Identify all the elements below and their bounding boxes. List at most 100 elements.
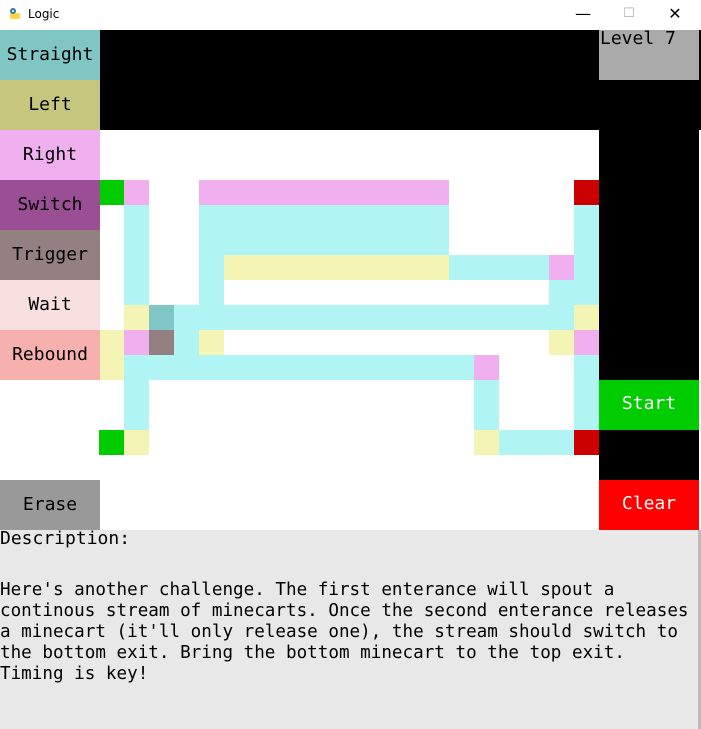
- tool-switch-button[interactable]: Switch: [0, 180, 100, 230]
- track-cell[interactable]: [524, 305, 549, 330]
- track-cell[interactable]: [549, 430, 574, 455]
- left-turn-cell[interactable]: [199, 330, 224, 355]
- left-turn-cell[interactable]: [399, 255, 424, 280]
- track-cell[interactable]: [349, 355, 374, 380]
- exit-bottom[interactable]: [574, 430, 599, 455]
- erase-button[interactable]: Erase: [0, 480, 100, 530]
- entrance-bottom[interactable]: [99, 430, 124, 455]
- track-cell[interactable]: [299, 230, 324, 255]
- track-cell[interactable]: [249, 230, 274, 255]
- right-turn-cell[interactable]: [374, 180, 399, 205]
- track-cell[interactable]: [299, 205, 324, 230]
- right-turn-cell[interactable]: [474, 355, 499, 380]
- track-cell[interactable]: [374, 305, 399, 330]
- track-cell[interactable]: [199, 205, 224, 230]
- left-turn-cell[interactable]: [299, 255, 324, 280]
- track-cell[interactable]: [124, 380, 149, 405]
- track-cell[interactable]: [399, 230, 424, 255]
- track-cell[interactable]: [324, 355, 349, 380]
- track-cell[interactable]: [199, 255, 224, 280]
- track-cell[interactable]: [474, 255, 499, 280]
- right-turn-cell[interactable]: [274, 180, 299, 205]
- right-turn-cell[interactable]: [224, 180, 249, 205]
- track-cell[interactable]: [349, 205, 374, 230]
- track-cell[interactable]: [324, 230, 349, 255]
- track-cell[interactable]: [524, 430, 549, 455]
- track-cell[interactable]: [124, 205, 149, 230]
- track-cell[interactable]: [124, 280, 149, 305]
- track-cell[interactable]: [424, 205, 449, 230]
- left-turn-cell[interactable]: [374, 255, 399, 280]
- track-cell[interactable]: [399, 205, 424, 230]
- track-cell[interactable]: [299, 305, 324, 330]
- track-board[interactable]: [0, 30, 701, 530]
- left-turn-cell[interactable]: [99, 355, 124, 380]
- track-cell[interactable]: [374, 355, 399, 380]
- track-cell[interactable]: [149, 355, 174, 380]
- close-button[interactable]: ✕: [668, 4, 682, 23]
- track-cell[interactable]: [349, 230, 374, 255]
- track-cell[interactable]: [574, 255, 599, 280]
- track-cell[interactable]: [174, 330, 199, 355]
- track-cell[interactable]: [449, 355, 474, 380]
- track-cell[interactable]: [299, 355, 324, 380]
- track-cell[interactable]: [474, 405, 499, 430]
- right-turn-cell[interactable]: [424, 180, 449, 205]
- track-cell[interactable]: [574, 280, 599, 305]
- track-cell[interactable]: [349, 305, 374, 330]
- right-turn-cell[interactable]: [299, 180, 324, 205]
- track-cell[interactable]: [549, 280, 574, 305]
- track-cell[interactable]: [499, 430, 524, 455]
- track-cell[interactable]: [499, 305, 524, 330]
- tool-left-button[interactable]: Left: [0, 80, 100, 130]
- track-cell[interactable]: [374, 230, 399, 255]
- left-turn-cell[interactable]: [124, 430, 149, 455]
- right-turn-cell[interactable]: [124, 330, 149, 355]
- track-cell[interactable]: [199, 280, 224, 305]
- tool-trigger-button[interactable]: Trigger: [0, 230, 100, 280]
- track-cell[interactable]: [274, 305, 299, 330]
- tool-right-button[interactable]: Right: [0, 130, 100, 180]
- minimize-button[interactable]: —: [575, 4, 591, 23]
- track-cell[interactable]: [249, 205, 274, 230]
- track-cell[interactable]: [249, 305, 274, 330]
- track-cell[interactable]: [124, 255, 149, 280]
- track-cell[interactable]: [549, 305, 574, 330]
- track-cell[interactable]: [574, 355, 599, 380]
- right-turn-cell[interactable]: [549, 255, 574, 280]
- left-turn-cell[interactable]: [249, 255, 274, 280]
- track-cell[interactable]: [574, 405, 599, 430]
- track-cell[interactable]: [199, 355, 224, 380]
- track-cell[interactable]: [174, 355, 199, 380]
- tool-wait-button[interactable]: Wait: [0, 280, 100, 330]
- maximize-button[interactable]: ☐: [623, 6, 635, 21]
- right-turn-cell[interactable]: [124, 180, 149, 205]
- straight-cell[interactable]: [149, 305, 174, 330]
- left-turn-cell[interactable]: [224, 255, 249, 280]
- track-cell[interactable]: [174, 305, 199, 330]
- track-cell[interactable]: [374, 205, 399, 230]
- track-cell[interactable]: [274, 230, 299, 255]
- track-cell[interactable]: [474, 380, 499, 405]
- track-cell[interactable]: [224, 305, 249, 330]
- left-turn-cell[interactable]: [424, 255, 449, 280]
- track-cell[interactable]: [124, 405, 149, 430]
- left-turn-cell[interactable]: [574, 305, 599, 330]
- right-turn-cell[interactable]: [399, 180, 424, 205]
- track-cell[interactable]: [424, 305, 449, 330]
- track-cell[interactable]: [399, 305, 424, 330]
- right-turn-cell[interactable]: [324, 180, 349, 205]
- track-cell[interactable]: [249, 355, 274, 380]
- trigger-cell[interactable]: [149, 330, 174, 355]
- track-cell[interactable]: [324, 305, 349, 330]
- track-cell[interactable]: [199, 230, 224, 255]
- left-turn-cell[interactable]: [474, 430, 499, 455]
- track-cell[interactable]: [424, 355, 449, 380]
- left-turn-cell[interactable]: [549, 330, 574, 355]
- track-cell[interactable]: [574, 380, 599, 405]
- track-cell[interactable]: [449, 305, 474, 330]
- left-turn-cell[interactable]: [99, 330, 124, 355]
- left-turn-cell[interactable]: [324, 255, 349, 280]
- track-cell[interactable]: [449, 255, 474, 280]
- clear-button[interactable]: Clear: [599, 480, 699, 530]
